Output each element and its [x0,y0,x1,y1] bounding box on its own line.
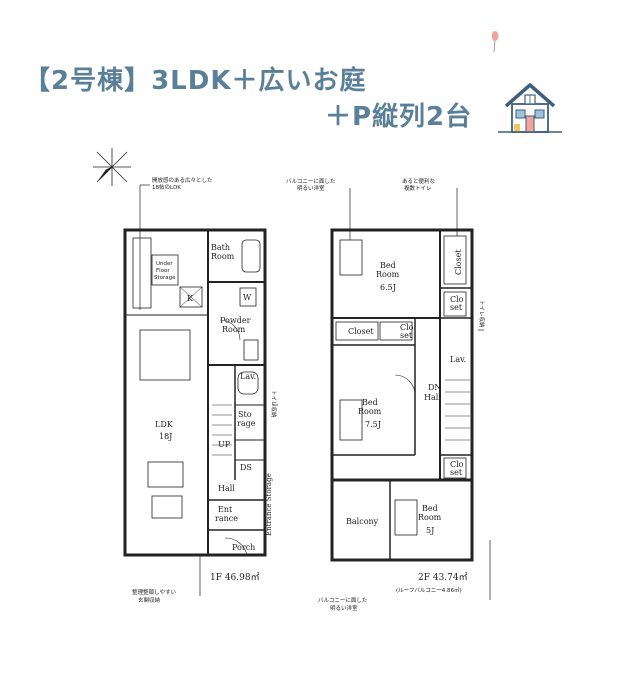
room-lav-label: Lav. [240,372,256,381]
svg-text:Room: Room [358,407,382,416]
room-ds-label: DS [240,463,252,472]
svg-text:Room: Room [376,270,400,279]
kitchen-k-label: K [187,294,194,303]
svg-text:18帖のLDK: 18帖のLDK [152,183,181,191]
room-bed1-label: Bed [380,261,396,270]
svg-text:7.5J: 7.5J [365,420,381,429]
closet2-label: Closet [348,327,374,336]
svg-text:Room: Room [418,513,442,522]
svg-text:rance: rance [215,514,238,523]
svg-text:Room: Room [211,252,235,261]
page-title-line1: 【2号棟】3LDK＋広いお庭 [24,66,367,96]
closet-small1-label: Clo [400,323,414,332]
svg-text:玄関収納: 玄関収納 [138,596,161,604]
svg-text:Under: Under [156,261,173,267]
closet-small3-label: Clo [450,460,464,469]
washer-w-label: W [243,293,252,302]
room-bed2-label: Bed [362,398,378,407]
svg-text:Storage: Storage [154,275,176,281]
svg-text:トイレ収納: トイレ収納 [270,390,278,418]
svg-text:トイレ収納: トイレ収納 [478,300,486,328]
house-illustration-icon [492,31,562,133]
floor1-plan [123,184,278,596]
north-compass-icon [93,148,131,186]
room-balcony-label: Balcony [346,517,379,526]
svg-text:バルコニーに面した: バルコニーに面した [286,178,335,185]
svg-text:set: set [450,303,463,312]
svg-text:set: set [450,468,463,477]
svg-text:あると便利な: あると便利な [402,177,436,185]
room-storage-label: Sto [238,410,252,419]
svg-text:Floor: Floor [156,268,170,274]
svg-text:5J: 5J [426,526,434,535]
svg-text:18J: 18J [159,432,172,441]
svg-text:バルコニーに面した: バルコニーに面した [318,597,367,604]
floor2-area: 2F 43.74㎡ [418,572,468,583]
floor2-plan [330,188,491,600]
page-title-line2: ＋P縦列2台 [325,102,473,132]
closet-small2-label: Clo [450,295,464,304]
svg-text:Room: Room [222,325,246,334]
room-lav2-label: Lav. [450,355,466,364]
closet1-label: Closet [454,249,463,275]
stairs-dn-label: DN [428,383,441,392]
room-bath-label: Bath [211,243,230,252]
floor1-area: 1F 46.98㎡ [210,572,260,583]
stairs-up-label: UP [218,440,231,449]
svg-text:整理整頓しやすい: 整理整頓しやすい [132,588,176,596]
room-bed3-label: Bed [422,504,438,513]
room-entrance-label: Ent [218,505,233,514]
room-powder-label: Powder [220,316,251,325]
svg-text:rage: rage [237,419,256,428]
svg-text:明るい洋室: 明るい洋室 [297,184,325,192]
room-hall-label: Hall [218,484,235,493]
svg-text:(ルーフバルコニー4.86㎡): (ルーフバルコニー4.86㎡) [396,586,462,594]
room-porch-label: Porch [232,543,255,552]
room-ldk-label: LDK [155,420,174,429]
entrance-storage-label: Entrance Storage [265,473,273,536]
svg-text:set: set [400,331,413,340]
balloon-icon [492,31,499,53]
svg-text:複数トイレ: 複数トイレ [404,184,432,192]
room-hall2-label: Hall [424,393,441,402]
svg-text:明るい洋室: 明るい洋室 [330,604,358,612]
svg-text:開放感のある広々とした: 開放感のある広々とした [152,176,213,184]
svg-text:6.5J: 6.5J [380,283,396,292]
